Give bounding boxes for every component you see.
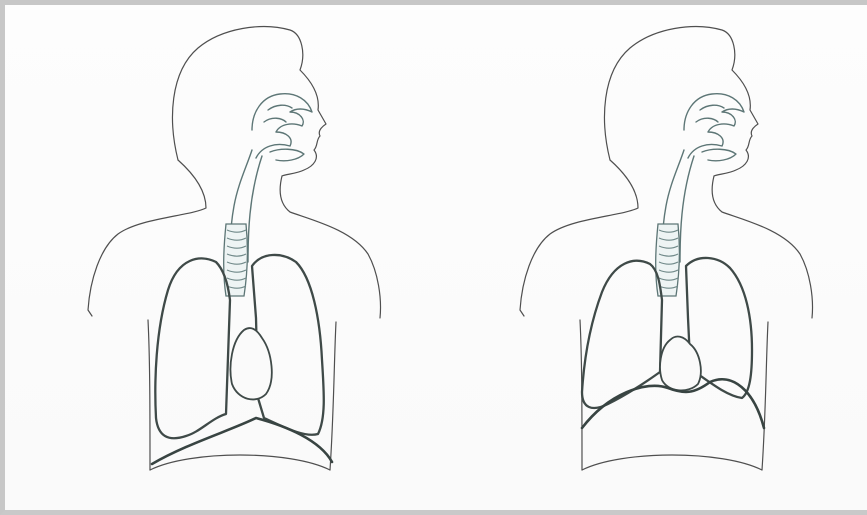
neck-shoulder-left [520, 160, 638, 316]
nasal-turbinate-middle [264, 118, 286, 122]
torso-side-left [148, 320, 150, 470]
lower-chest-contour [150, 455, 330, 470]
mouth-cavity [702, 149, 736, 161]
figure-group [88, 27, 381, 470]
neck-shoulder-left [88, 160, 206, 316]
neck-shoulder-right [712, 176, 812, 318]
diaphragm [152, 418, 332, 464]
pharynx-front [680, 156, 694, 262]
nasal-turbinate-middle [696, 118, 718, 122]
nasal-turbinate-upper [268, 105, 292, 110]
lung-left [155, 258, 230, 438]
nasal-turbinate-upper [700, 105, 724, 110]
heart [231, 328, 272, 399]
pharynx-front [248, 156, 262, 262]
nasal-cavity [252, 94, 312, 158]
figure-group [520, 27, 813, 470]
nasal-cavity [684, 94, 744, 158]
mouth-cavity [270, 149, 304, 161]
respiratory-figure-left [0, 0, 433, 515]
torso-side-right [762, 322, 768, 470]
respiratory-figure-right [432, 0, 865, 515]
neck-shoulder-right [280, 176, 380, 318]
lower-chest-contour [582, 455, 762, 470]
heart [660, 337, 701, 391]
torso-side-right [330, 322, 336, 470]
